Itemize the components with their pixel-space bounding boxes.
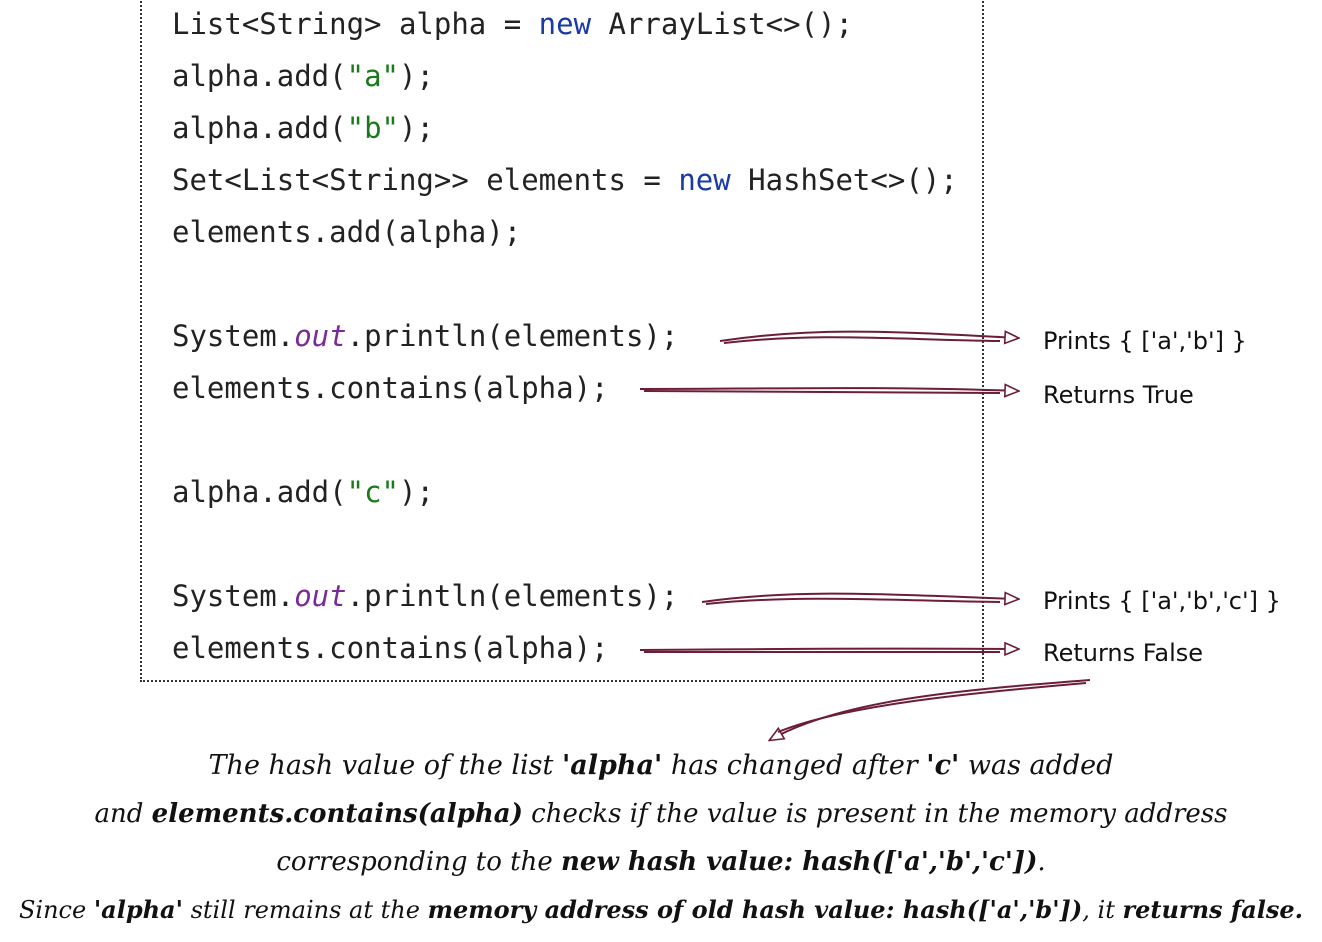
keyword-new: new (538, 7, 592, 41)
arrow-5 (770, 679, 1091, 740)
code-line-9: System.out.println(elements); (172, 579, 679, 613)
caption-line-3: corresponding to the new hash value: has… (276, 847, 1046, 877)
code-line-3: alpha.add("b"); (172, 111, 434, 145)
field-out: out (294, 579, 347, 613)
caption-line-4: Since 'alpha' still remains at the memor… (18, 895, 1304, 924)
note-prints-ab: Prints { ['a','b'] } (1043, 327, 1247, 355)
code-line-10: elements.contains(alpha); (172, 631, 609, 665)
keyword-new: new (678, 163, 731, 197)
field-out: out (294, 319, 347, 353)
note-returns-false: Returns False (1043, 639, 1204, 667)
code-line-4: Set<List<String>> elements = new HashSet… (172, 163, 958, 197)
code-line-8: alpha.add("c"); (172, 475, 434, 509)
note-returns-true: Returns True (1043, 381, 1194, 409)
caption-line-1: The hash value of the list 'alpha' has c… (208, 750, 1114, 781)
string-literal: "c" (346, 475, 399, 509)
code-line-6: System.out.println(elements); (172, 319, 679, 353)
string-literal: "a" (346, 59, 399, 93)
string-literal: "b" (346, 111, 399, 145)
caption-line-2: and elements.contains(alpha) checks if t… (94, 799, 1228, 829)
code-line-1: List<String> alpha = new ArrayList<>(); (172, 7, 853, 41)
note-prints-abc: Prints { ['a','b','c'] } (1043, 587, 1281, 615)
code-line-5: elements.add(alpha); (172, 215, 522, 249)
code-line-2: alpha.add("a"); (172, 59, 434, 93)
code-line-7: elements.contains(alpha); (172, 371, 609, 405)
